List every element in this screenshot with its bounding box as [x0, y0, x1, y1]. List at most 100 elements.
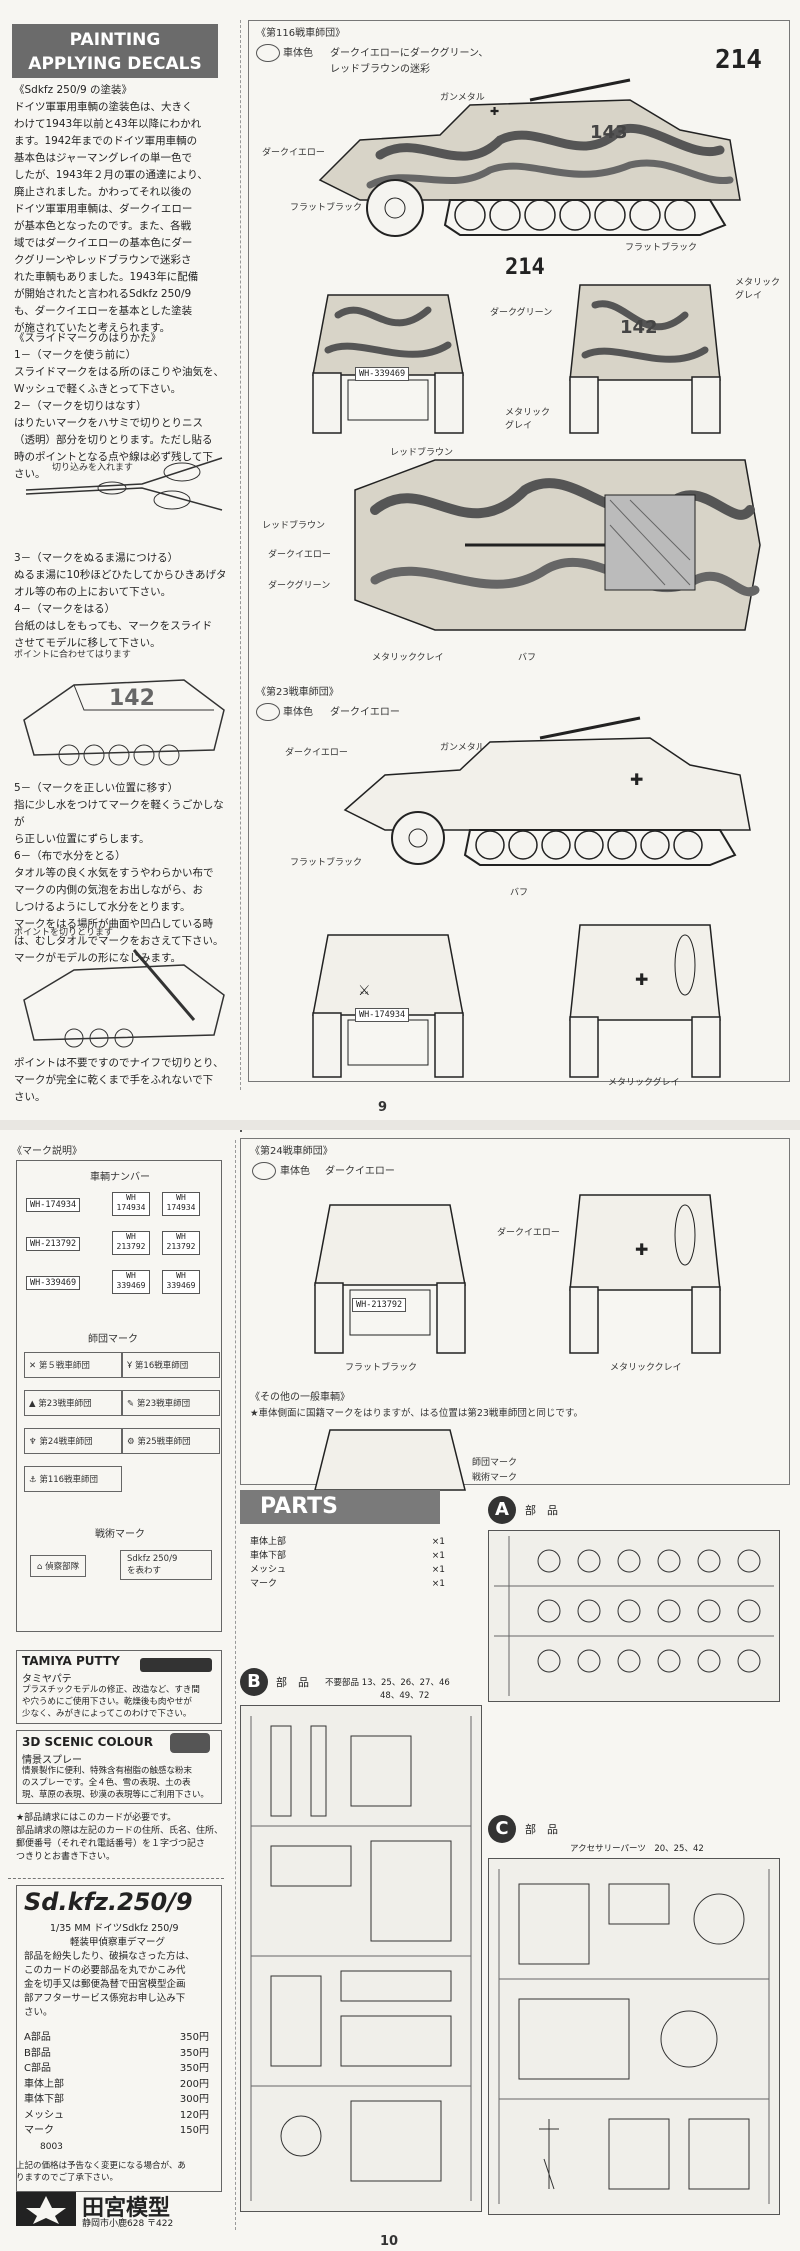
text-line: ら正しい位置にずらします。 [14, 833, 150, 845]
svg-text:142: 142 [109, 686, 155, 711]
text-line: しつけるようにして水分をとります。 [14, 901, 191, 913]
text-line: したが、1943年２月の軍の通達により、 [14, 169, 208, 181]
division-emblem-icon: ✕ [29, 1361, 39, 1371]
cut-line [8, 1878, 224, 1879]
steps-3-4: 3－（マークをぬるま湯につける）ぬるま湯に10秒ほどひたしてからひきあげタオル等… [14, 550, 229, 652]
column-divider [235, 1140, 236, 2230]
hull-decal-illustration: 142 [23, 679, 225, 766]
text-line: 部品を紛失したり、破損なさった方は、 [24, 1951, 195, 1962]
tactical-sdkfz: Sdkfz 250/9 を表わす [120, 1550, 212, 1580]
price-item: 車体上部 [24, 2078, 64, 2090]
license-plate: WH-213792 [352, 1298, 407, 1312]
rear-number: 214 [505, 255, 545, 280]
section-title: 《Sdkfz 250/9 の塗装》 [14, 84, 133, 96]
license-plate: WH-339469 [355, 367, 410, 381]
steps-1-2: 1－（マークを使う前に）スライドマークをはる所のほこりや油気を、Ｗッシュで軽くふ… [14, 347, 229, 483]
division-label: 第23戦車師団 [38, 1399, 92, 1409]
text-line: クグリーンやレッドブラウンで迷彩さ [14, 254, 192, 266]
text-line: 3－（マークをぬるま湯につける） [14, 552, 179, 564]
price-value: 350円 [179, 2032, 209, 2043]
text-line: つきりとお書き下さい。 [16, 1852, 116, 1862]
text-line: プラスチックモデルの修正、改造など、すき間 [22, 1685, 200, 1695]
parts-item: 車体上部 [250, 1537, 287, 1547]
label-dark-yellow: ダークイエロー [285, 748, 348, 758]
division-mark: ✕ 第５戦車師団 [24, 1352, 122, 1378]
body-color-value: ダークイエロー [325, 1166, 395, 1177]
text-line: タオル等の良く水気をすうやわらかい布で [14, 867, 214, 879]
text-line: 廃止されました。かわってそれ以後の [14, 186, 192, 198]
label-dark-yellow: ダークイエロー [262, 148, 325, 158]
sprue-a [488, 1530, 780, 1702]
spacer [240, 1130, 242, 1132]
body-color-label: 車体色 [283, 48, 313, 59]
putty-tube-icon [140, 1658, 212, 1672]
price-value: 200円 [179, 2078, 209, 2090]
price-value: 150円 [179, 2125, 209, 2136]
badge-icon [256, 44, 280, 62]
svg-text:✚: ✚ [635, 970, 648, 989]
price-item: マーク [24, 2125, 54, 2136]
price-item: C部品 [24, 2063, 51, 2074]
division-emblem-icon: ✎ [127, 1399, 137, 1409]
plate-number: 339469 [116, 1281, 146, 1290]
div24-rear-view: ✚ [569, 1194, 721, 1354]
painting-banner: PAINTING APPLYING DECALS [12, 24, 218, 78]
text-line: スライドマークをはる所のほこりや油気を、 [14, 366, 224, 378]
vehicle-number: 214 [715, 45, 762, 75]
parts-row: 車体下部×1 [250, 1549, 445, 1563]
division-emblem-icon: ⚓ [29, 1475, 40, 1485]
text-line: ドイツ軍軍用車輌の塗装色は、大きく [14, 101, 193, 113]
text-line: 情景製作に便利、特殊含有樹脂の触感な粉末 [22, 1766, 193, 1776]
sprue-b-badge: B [240, 1668, 268, 1696]
tactical-sdkfz-label: Sdkfz 250/9 を表わす [127, 1554, 178, 1576]
text-line: はりたいマークをハサミで切りとりニス [14, 417, 203, 429]
label-buff: バフ [518, 653, 537, 663]
text-line: 郵便番号（それぞれ電話番号）を１字づつ記さ [16, 1839, 206, 1849]
text-line: さい。 [24, 2007, 53, 2018]
order-note: 上記の価格は予告なく変更になる場合が、ありますのでご了承下さい。 [16, 2160, 226, 2184]
price-value: 350円 [179, 2047, 209, 2059]
parts-row: メッシュ×1 [250, 1563, 445, 1577]
order-intro: ★部品請求にはこのカードが必要です。部品請求の際は左記のカードの住所、氏名、住所… [16, 1812, 226, 1864]
order-code: 8003 [40, 2142, 63, 2152]
label-dark-yellow-2: ダークイエロー [268, 550, 331, 560]
division-emblem-icon: Ұ [127, 1361, 135, 1371]
label-metallic-grey: メタリックグレイ [608, 1078, 680, 1088]
sprue-a-label: 部 品 [525, 1504, 558, 1517]
plate-prefix: WH [126, 1232, 136, 1241]
label-flat-black: フラットブラック [290, 858, 363, 868]
text-line: マークをはる場所が曲面や凹凸している時 [14, 918, 214, 930]
division-mark: Ұ 第16戦車師団 [122, 1352, 220, 1378]
svg-text:✚: ✚ [490, 105, 499, 118]
price-row: マーク 150円 [24, 2123, 209, 2139]
decal-section: 《スライドマークのはりかた》 1－（マークを使う前に）スライドマークをはる所のほ… [14, 330, 229, 483]
price-value: 300円 [179, 2094, 209, 2105]
text-line: Ｗッシュで軽くふきとって下さい。 [14, 383, 182, 395]
text-line: 現、草原の表現、砂漠の表現等にご利用下さい。 [22, 1790, 209, 1800]
plate-prefix: WH [126, 1193, 136, 1202]
div116-side-view: ✚ 143 [318, 78, 741, 237]
parts-item: 車体下部 [250, 1551, 287, 1561]
div23-front-view: ⚔ [312, 934, 464, 1078]
division-emblem-icon: ▲ [29, 1399, 39, 1409]
plate-title: 車輌ナンバー [90, 1172, 150, 1183]
text-line: 5－（マークを正しい位置に移す） [14, 782, 179, 794]
text-line: 時のポイントとなる点や線は必ず残して下 [14, 451, 213, 463]
cut-label: 切り込みを入れます [52, 463, 134, 473]
div24-panel [240, 1138, 790, 1485]
sprue-b-note-2: 48、49、72 [380, 1691, 430, 1701]
section-title: 《スライドマークのはりかた》 [14, 332, 161, 344]
div116-rear-view: 142 [569, 284, 721, 434]
text-line: 6－（布で水分をとる） [14, 850, 126, 862]
label-dark-green-2: ダークグリーン [268, 581, 331, 591]
text-line: 域ではダークイエローの基本色にダー [14, 237, 193, 249]
model-name: Sd.kfz.250/9 [24, 1888, 193, 1916]
plate-prefix: WH [126, 1271, 136, 1280]
parts-qty: ×1 [431, 1579, 445, 1589]
